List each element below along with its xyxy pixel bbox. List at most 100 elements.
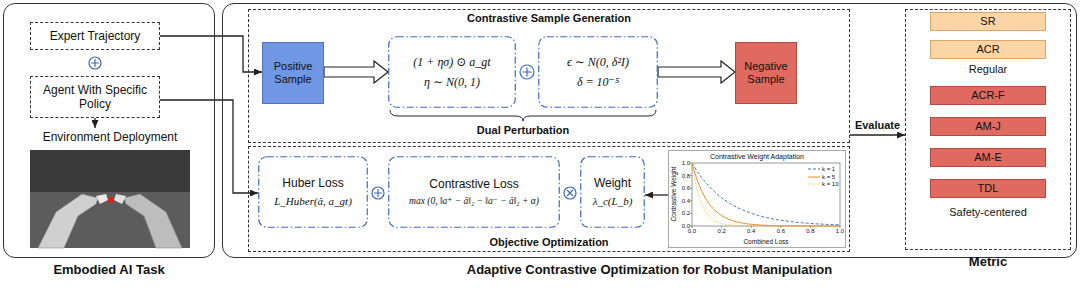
- dash-dot-outline: [258, 156, 368, 228]
- chart-curves: [692, 163, 840, 226]
- robot-arm: [38, 194, 98, 248]
- tick-label: 0.6: [777, 228, 785, 235]
- flow-arrow: [160, 100, 258, 193]
- plus-symbol: [520, 65, 534, 79]
- metric-box: AM-E: [930, 148, 1046, 167]
- legend-swatch: [808, 166, 820, 172]
- legend-text: k = 1: [822, 166, 835, 172]
- dash-dot-border: [389, 157, 560, 228]
- chart-axes: [690, 163, 840, 228]
- box-text: TDL: [978, 182, 999, 195]
- tick-label: 0.0: [688, 228, 696, 235]
- legend-swatch: [808, 181, 820, 187]
- legend-entry: k = 5: [808, 174, 835, 180]
- group-label: Safety-centered: [949, 206, 1027, 219]
- edge-label: Evaluate: [854, 119, 901, 132]
- stage-box: Objective OptimizationHuber LossL_Huber(…: [248, 146, 850, 252]
- underbrace: [390, 110, 656, 121]
- tick-label: 0.8: [682, 172, 690, 179]
- metric-box: ACR: [930, 40, 1046, 59]
- dash-dot-border: [259, 157, 368, 228]
- target-point: [108, 197, 114, 203]
- box-text: Contrastive Loss: [429, 177, 518, 191]
- plus-circle: [372, 187, 384, 199]
- method-panel: Adaptive Contrastive Optimization for Ro…: [222, 3, 1077, 258]
- plot-frame: [692, 163, 840, 226]
- dash-dot-border: [581, 157, 645, 228]
- axis-ticks: [690, 163, 840, 228]
- box-text: Negative Sample: [740, 60, 792, 86]
- weight-curve: [692, 163, 840, 226]
- robot-scene: [30, 150, 190, 248]
- times-symbol: [564, 187, 576, 199]
- box-heading: Environment Deployment: [15, 130, 205, 144]
- box-text: AM-E: [974, 151, 1002, 164]
- formula-text: λ_c(L_b): [593, 195, 633, 208]
- box-text: Weight: [594, 176, 631, 190]
- legend-line: [808, 169, 820, 170]
- legend-swatch: [808, 174, 820, 180]
- box-heading: Contrastive Sample Generation: [249, 12, 849, 25]
- dash-dot-outline: [388, 36, 516, 108]
- box-text: ϵ ∼ N(0, δ²I): [567, 55, 629, 69]
- scene-floor: [30, 192, 190, 248]
- box-text: ACR: [976, 43, 999, 56]
- sample-box: Positive Sample: [262, 42, 324, 104]
- tick-label: 0.4: [747, 228, 755, 235]
- dash-dot-border: [539, 37, 658, 108]
- metric-box: TDL: [930, 179, 1046, 198]
- robot-gripper: [96, 194, 108, 204]
- formula-text: η ∼ N(0, 1): [424, 75, 480, 89]
- tick-label: 0.6: [682, 185, 690, 192]
- plus-symbol: [89, 57, 101, 69]
- plus-symbol: [372, 187, 384, 199]
- flow-arrow: [850, 134, 905, 135]
- dash-dot-outline: [388, 156, 560, 228]
- formula-text: max (0, ‖a⁺ − â‖₂ − ‖a⁻ − â‖₂ + α): [409, 196, 539, 207]
- dash-dot-border: [389, 37, 516, 108]
- dash-dot-outline: [580, 156, 645, 228]
- box-text: (1 + ησ) ⊙ a_gt: [413, 55, 490, 69]
- box-text: ACR-F: [971, 89, 1005, 102]
- legend-text: k = 5: [822, 174, 835, 180]
- formula-box: ϵ ∼ N(0, δ²I) δ = 10⁻⁵: [538, 36, 658, 108]
- metric-box: ACR-F: [930, 86, 1046, 105]
- metric-box: SR: [930, 12, 1046, 31]
- box-heading: Embodied AI Task: [0, 262, 254, 278]
- legend-line: [808, 184, 820, 185]
- tick-label: 0.4: [682, 197, 690, 204]
- loss-box: Weight λ_c(L_b): [580, 156, 645, 228]
- dash-dot-outline: [538, 36, 658, 108]
- weight-curve: [692, 163, 840, 225]
- flow-arrow: [94, 118, 95, 128]
- plus-circle: [520, 65, 534, 79]
- tick-label: 1.0: [836, 228, 844, 235]
- hollow-arrow: [324, 61, 388, 83]
- box-text: Positive Sample: [267, 60, 319, 86]
- flow-arrow: [160, 36, 262, 72]
- plus-sign: [523, 68, 532, 77]
- tick-label: 1.0: [682, 160, 690, 167]
- axis-label: Contrastive Weight: [670, 167, 677, 222]
- metric-box: AM-J: [930, 117, 1046, 136]
- environment-view: Environment Deployment: [15, 128, 205, 252]
- axis-label: Combined Loss: [743, 238, 788, 245]
- box-text: Expert Trajectory: [50, 29, 141, 43]
- box-text: Agent With Specific Policy: [35, 83, 155, 112]
- formula-box: (1 + ησ) ⊙ a_gt η ∼ N(0, 1): [388, 36, 516, 108]
- formula-text: δ = 10⁻⁵: [577, 75, 619, 89]
- box-heading: Metric: [866, 254, 1080, 270]
- input-box: Agent With Specific Policy: [30, 76, 160, 118]
- robot-gripper: [114, 194, 126, 204]
- group-label: Regular: [969, 63, 1008, 76]
- input-box: Expert Trajectory: [30, 22, 160, 50]
- stage-box: Contrastive Sample GenerationPositive Sa…: [248, 9, 850, 143]
- loss-box: Huber LossL_Huber(â, a_gt): [258, 156, 368, 228]
- times-sign: [567, 190, 573, 196]
- tick-label: 0.8: [806, 228, 814, 235]
- legend-entry: k = 10: [808, 181, 839, 187]
- box-heading: Contrastive Weight Adaptation: [669, 153, 845, 161]
- task-panel: Embodied AI TaskExpert TrajectoryAgent W…: [3, 3, 215, 258]
- legend-entry: k = 1: [808, 166, 835, 172]
